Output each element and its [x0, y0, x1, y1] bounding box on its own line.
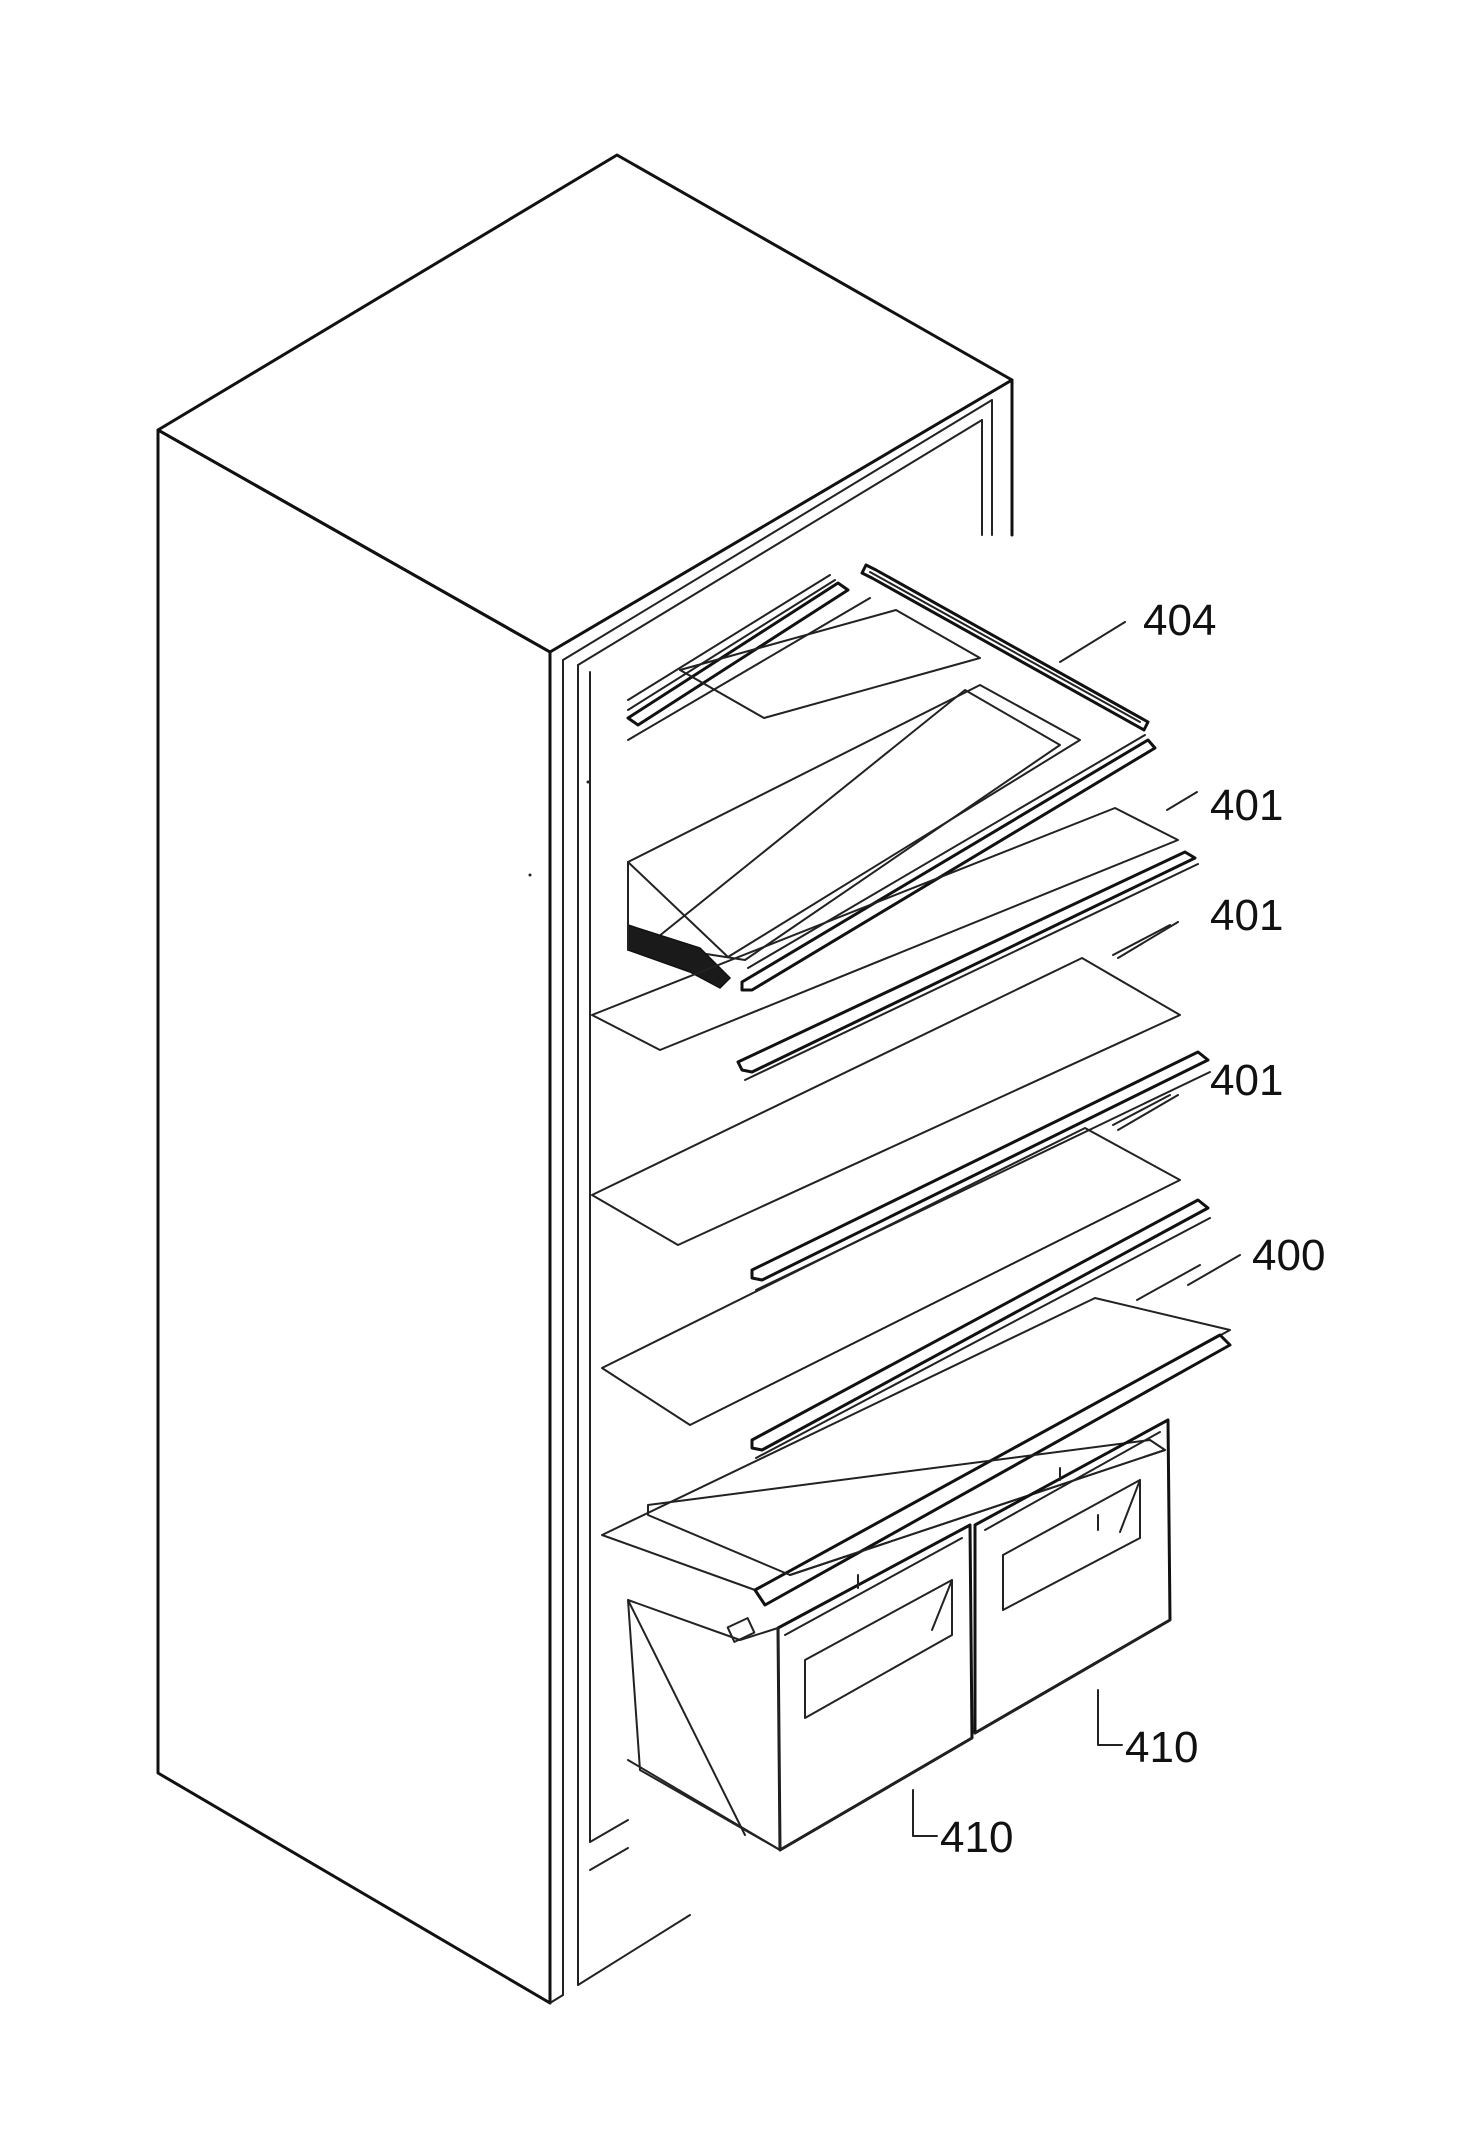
label-404: 404	[1143, 596, 1216, 645]
glass-shelf-4	[601, 1264, 1232, 1607]
label-401-middle: 401	[1210, 891, 1283, 940]
crisper-drawer-right	[973, 1418, 1172, 1735]
leader-lines	[912, 921, 1241, 1837]
label-400: 400	[1252, 1231, 1325, 1280]
glass-shelf-1	[591, 791, 1199, 1081]
glass-shelf-3	[601, 1094, 1211, 1459]
glass-shelf-2	[591, 924, 1211, 1291]
crisper-drawer-left	[627, 1523, 974, 1852]
reference-numerals: 404 401 401 401 400 410 410	[940, 596, 1325, 1862]
shelf-frame-assembly	[626, 563, 1157, 992]
label-410-left: 410	[940, 1813, 1013, 1862]
label-410-right: 410	[1125, 1723, 1198, 1772]
crisper-cover	[647, 1439, 1166, 1576]
refrigerator-cabinet	[156, 153, 1014, 2005]
label-401-lower: 401	[1210, 1056, 1283, 1105]
label-401-top: 401	[1210, 781, 1283, 830]
